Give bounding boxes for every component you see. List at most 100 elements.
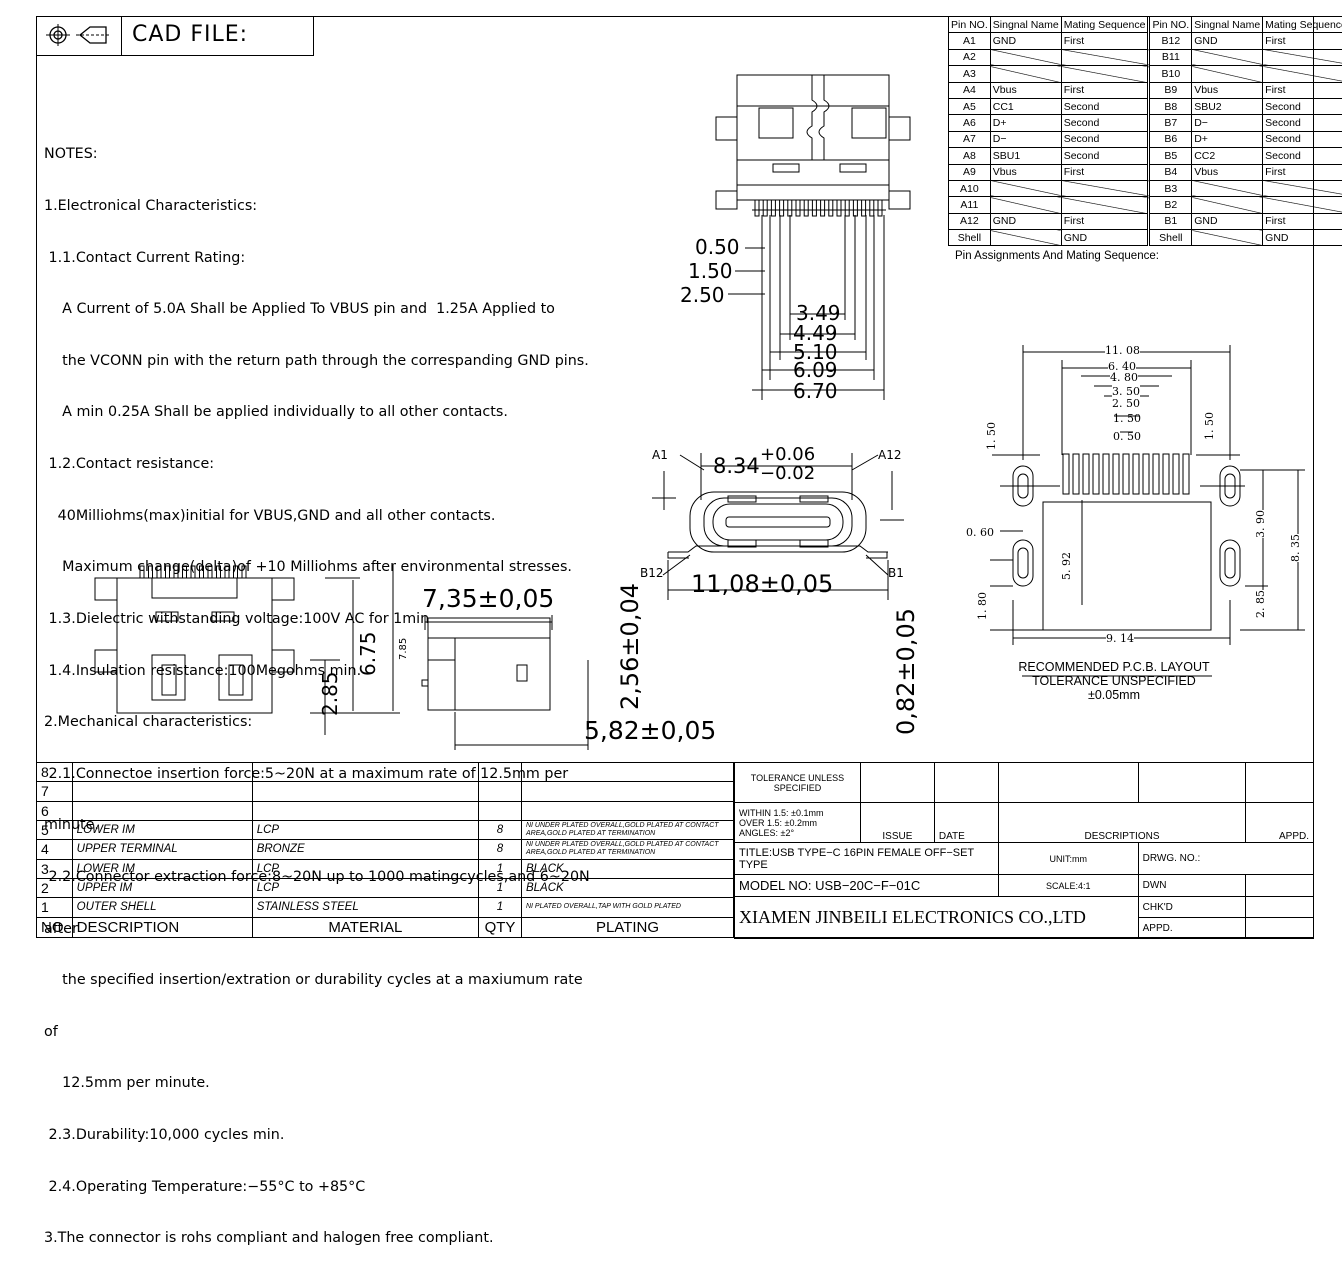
pin-table-cell: Vbus [1192, 164, 1263, 180]
pcb-caption: RECOMMENDED P.C.B. LAYOUT TOLERANCE UNSP… [1008, 660, 1220, 702]
pin-table-cell [1192, 66, 1263, 82]
pin-table-cell: Second [1061, 131, 1149, 147]
dwn-label: DWN [1138, 875, 1246, 897]
note-line: 40Milliohms(max)initial for VBUS,GND and… [44, 508, 664, 525]
pin-table-cell: SBU1 [990, 148, 1061, 164]
pin-table-cell [1263, 180, 1342, 196]
dim-pcb-180: 1. 80 [976, 592, 989, 620]
bom-cell [252, 782, 478, 801]
dim-bottom-675: 6.75 [356, 631, 380, 676]
bom-cell [479, 763, 522, 782]
bom-cell [521, 801, 733, 820]
note-line: 1.1.Contact Current Rating: [44, 250, 664, 267]
pin-table-cell: GND [1192, 213, 1263, 229]
bom-cell [72, 763, 252, 782]
bom-cell: 5 [37, 820, 73, 839]
pin-table-cell: Second [1061, 115, 1149, 131]
note-line: 3.The connector is rohs compliant and ha… [44, 1230, 664, 1247]
bom-cell [252, 763, 478, 782]
pin-table-cell [1192, 49, 1263, 65]
pin-table-cell: Vbus [990, 82, 1061, 98]
scale-label: SCALE:4:1 [998, 875, 1138, 897]
appd-header: APPD. [1246, 803, 1314, 843]
bom-cell [252, 801, 478, 820]
bom-cell [521, 782, 733, 801]
tolerance-values: WITHIN 1.5: ±0.1mm OVER 1.5: ±0.2mm ANGL… [735, 803, 861, 843]
label-a12: A12 [878, 448, 901, 462]
bom-cell [479, 801, 522, 820]
drwg-no-label: DRWG. NO.: [1138, 843, 1313, 875]
pin-table-cell [1061, 49, 1149, 65]
bom-cell: LOWER IM [72, 820, 252, 839]
bom-row: 8 [37, 763, 734, 782]
dim-pcb-480: 4. 80 [1110, 371, 1138, 384]
dim-front-bottom: 11,08±0,05 [691, 570, 833, 598]
cad-header: CAD FILE: [36, 16, 314, 56]
dim-pcb-914: 9. 14 [1106, 632, 1134, 645]
pin-table-cell: A4 [949, 82, 991, 98]
dim-pcb-835: 8. 35 [1289, 534, 1302, 562]
bom-header: MATERIAL [252, 917, 478, 937]
pin-table-cell: First [1061, 82, 1149, 98]
pin-table-cell: B3 [1149, 180, 1192, 196]
note-line: 2.3.Durability:10,000 cycles min. [44, 1127, 664, 1144]
pin-table-cell: D− [1192, 115, 1263, 131]
pin-table-cell: B7 [1149, 115, 1192, 131]
bom-header: PLATING [521, 917, 733, 937]
dim-front-tol-minus: −0.02 [760, 463, 815, 484]
cad-file-title: CAD FILE: [132, 22, 248, 47]
bom-cell: LCP [252, 859, 478, 878]
pin-table-cell: Second [1263, 115, 1342, 131]
bom-cell: 1 [479, 878, 522, 897]
pin-table-cell [1263, 49, 1342, 65]
pin-table-cell: A6 [949, 115, 991, 131]
pin-table-cell: B2 [1149, 197, 1192, 213]
pin-table-cell: First [1263, 82, 1342, 98]
pin-table-cell: B1 [1149, 213, 1192, 229]
date-header: DATE [934, 803, 998, 843]
pin-table-cell: First [1061, 33, 1149, 49]
label-b12: B12 [640, 566, 664, 580]
bom-cell: STAINLESS STEEL [252, 898, 478, 917]
pin-table-cell [990, 230, 1061, 246]
pin-table-cell: D+ [1192, 131, 1263, 147]
dwn-value [1246, 875, 1314, 897]
note-line: of [44, 1024, 664, 1041]
pin-table-cell [1061, 180, 1149, 196]
dim-pcb-150: 1. 50 [1113, 412, 1141, 425]
dim-pcb-285: 2. 85 [1254, 590, 1267, 618]
dim-pcb-050: 0. 50 [1113, 430, 1141, 443]
note-line: 1.4.Insulation resistance:100Megohms min… [44, 663, 664, 680]
pin-table-cell: B12 [1149, 33, 1192, 49]
bom-cell [72, 801, 252, 820]
dim-bottom-285: 2.85 [318, 671, 342, 716]
dim-pcb-592: 5. 92 [1060, 552, 1073, 580]
pin-table-cell: D− [990, 131, 1061, 147]
pin-table-cell: Second [1263, 148, 1342, 164]
pin-table-cell: A8 [949, 148, 991, 164]
bom-cell: BLACK [521, 859, 733, 878]
pin-table-header: Pin NO. [1149, 17, 1192, 33]
dim-pcb-1108: 11. 08 [1105, 344, 1140, 357]
appd-cell [1246, 763, 1314, 803]
pin-table-cell: B11 [1149, 49, 1192, 65]
bom-row: 7 [37, 782, 734, 801]
pin-table-cell: Second [1061, 98, 1149, 114]
bom-cell: NI PLATED OVERALL,TAP WITH GOLD PLATED [521, 898, 733, 917]
bom-cell: 7 [37, 782, 73, 801]
unit-label: UNIT:mm [998, 843, 1138, 875]
dim-top-150: 1.50 [688, 259, 733, 283]
pin-table-cell: A11 [949, 197, 991, 213]
note-line: 1.3.Dielectric withstanding voltage:100V… [44, 611, 664, 628]
pin-table-cell: A1 [949, 33, 991, 49]
issue-header: ISSUE [860, 803, 934, 843]
